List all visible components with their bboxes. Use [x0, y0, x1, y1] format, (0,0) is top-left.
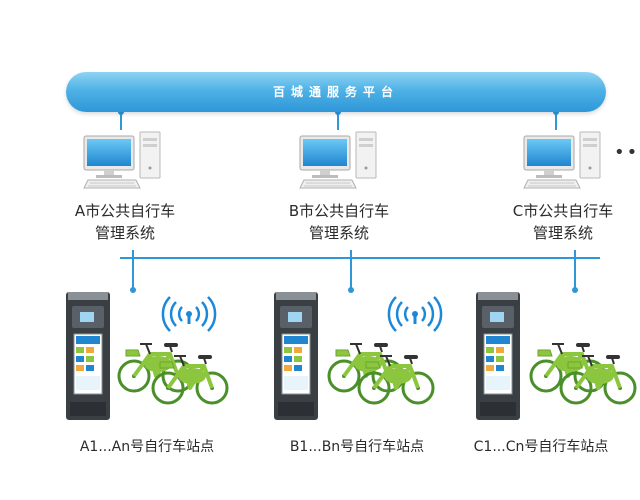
- system-label-b: B市公共自行车 管理系统: [264, 200, 414, 244]
- system-b-name: B市公共自行车: [288, 202, 390, 220]
- system-a-name: A市公共自行车: [74, 202, 176, 220]
- more-systems-indicator: •••: [614, 142, 640, 163]
- kiosk-c-icon: [475, 291, 521, 421]
- system-label-a: A市公共自行车 管理系统: [50, 200, 200, 244]
- platform-bar: 百城通服务平台: [66, 72, 606, 112]
- system-a-type: 管理系统: [94, 224, 155, 242]
- station-label-c: C1...Cn号自行车站点: [473, 439, 609, 455]
- wifi-a-icon: [161, 295, 217, 333]
- system-b-type: 管理系统: [308, 224, 369, 242]
- system-c-name: C市公共自行车: [512, 202, 614, 220]
- station-label-b: B1...Bn号自行车站点: [289, 439, 425, 455]
- system-c-type: 管理系统: [532, 224, 593, 242]
- station-label-a: A1...An号自行车站点: [79, 439, 215, 455]
- platform-title: 百城通服务平台: [272, 85, 399, 99]
- node-dot: [348, 287, 354, 293]
- kiosk-b-icon: [273, 291, 319, 421]
- wifi-b-icon: [387, 295, 443, 333]
- node-dot: [130, 287, 136, 293]
- kiosk-a-icon: [65, 291, 111, 421]
- node-dot: [572, 287, 578, 293]
- system-label-c: C市公共自行车 管理系统: [488, 200, 638, 244]
